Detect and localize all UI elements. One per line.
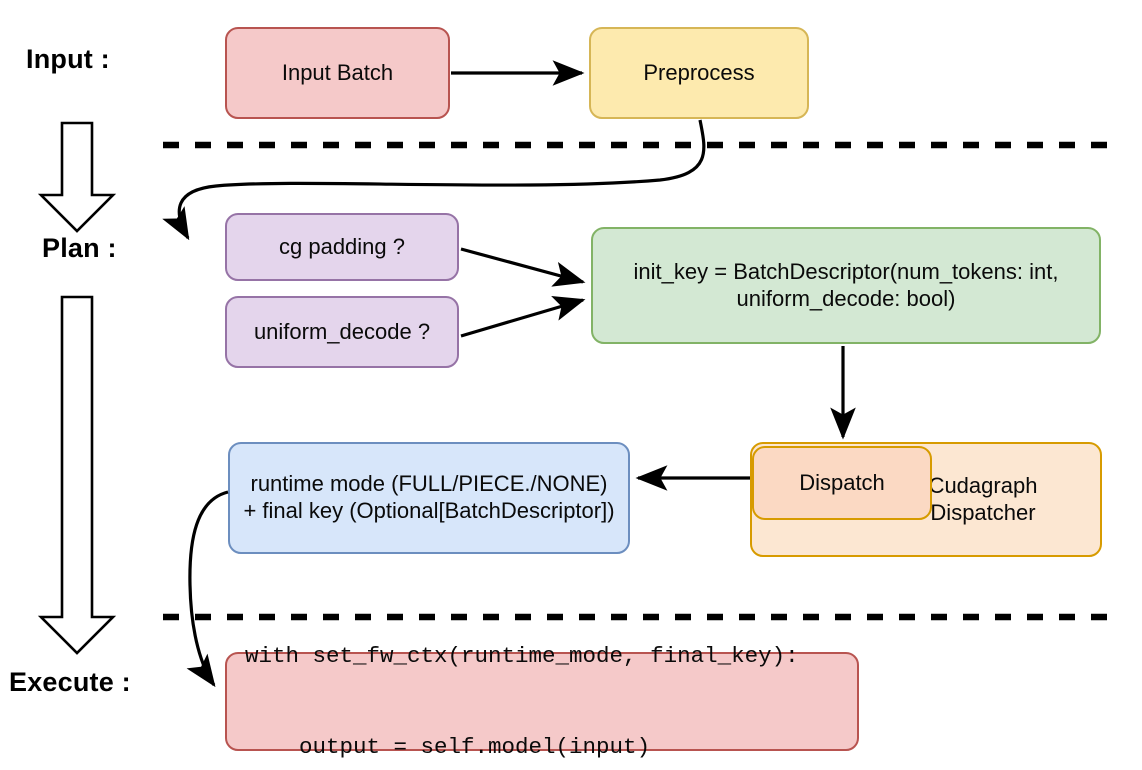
node-preprocess-label: Preprocess [643,59,755,85]
node-runtime-mode-line1: runtime mode (FULL/PIECE./NONE) [250,471,608,497]
stage-label-input: Input : [26,44,110,74]
node-runtime-mode[interactable]: runtime mode (FULL/PIECE./NONE) + final … [228,442,630,554]
node-cg-padding-label: cg padding ? [279,233,405,259]
input-to-plan-arrow [37,121,117,233]
edge-runtime-mode-to-execute-code [186,490,229,688]
node-cudagraph-dispatcher-line2: Dispatcher [930,499,1036,525]
node-input-batch[interactable]: Input Batch [225,27,450,119]
node-cudagraph-dispatcher-line1: Cudagraph [928,472,1038,498]
stage-label-execute: Execute : [9,667,131,697]
node-input-batch-label: Input Batch [281,59,394,85]
node-execute-code-line1: with set_fw_ctx(runtime_mode, final_key)… [245,643,799,670]
edge-uniform-decode-to-init-key [460,296,586,338]
node-init-key-line2: uniform_decode: bool) [736,285,956,311]
plan-to-execute-arrow [37,295,117,655]
node-execute-code[interactable]: with set_fw_ctx(runtime_mode, final_key)… [225,643,859,760]
node-dispatch-label: Dispatch [799,469,885,495]
node-runtime-mode-line2: + final key (Optional[BatchDescriptor]) [243,498,615,523]
node-init-key-line1: init_key = BatchDescriptor(num_tokens: i… [633,258,1059,284]
edge-cg-padding-to-init-key [460,247,586,287]
stage-label-plan: Plan : [42,233,117,263]
node-uniform-decode-label: uniform_decode ? [253,318,431,344]
node-cg-padding[interactable]: cg padding ? [225,213,459,281]
node-execute-code-line2: output = self.model(input) [245,733,651,760]
node-uniform-decode[interactable]: uniform_decode ? [225,296,459,368]
node-preprocess[interactable]: Preprocess [589,27,809,119]
node-init-key[interactable]: init_key = BatchDescriptor(num_tokens: i… [591,227,1101,344]
node-dispatch[interactable]: Dispatch [752,446,932,520]
